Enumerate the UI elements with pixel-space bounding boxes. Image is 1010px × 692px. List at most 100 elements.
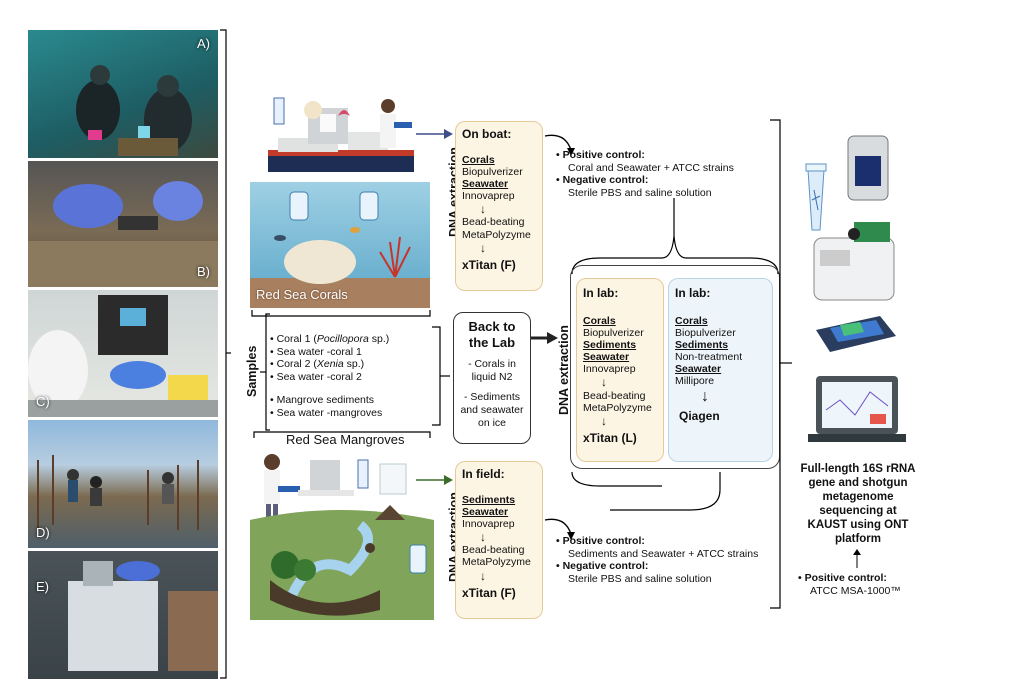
- in-lab-box-1: In lab: Corals Biopulverizer Sediments S…: [576, 278, 664, 462]
- in-lab-2-header: In lab:: [675, 286, 711, 300]
- ctrl-bottom-pos-text: Sediments and Seawater + ATCC strains: [568, 547, 759, 560]
- back-to-lab-box: Back to the Lab - Corals in liquid N2 - …: [453, 312, 531, 444]
- on-boat-innovaprep: Innovaprep: [462, 189, 515, 202]
- photo-label-a: A): [197, 36, 210, 51]
- photo-label-d: D): [36, 525, 50, 540]
- in-lab-1-bead: Bead-beating: [583, 389, 646, 402]
- samples-bracket: [260, 313, 270, 431]
- seq-pos-label: Positive control:: [804, 572, 887, 584]
- brace-bottom: [571, 471, 721, 511]
- sample-mangrove-sediments: Mangrove sediments: [270, 394, 382, 407]
- in-field-box: In field: Sediments Seawater Innovaprep …: [455, 461, 543, 619]
- photo-label-b: B): [197, 264, 210, 279]
- in-lab-1-seawater: Seawater: [583, 350, 630, 363]
- photo-b-gloves: B): [28, 161, 218, 287]
- reef-illustration: [250, 191, 430, 308]
- coral-samples-list: Coral 1 (Pocillopora sp.) Sea water -cor…: [270, 333, 390, 384]
- samples-to-lab-bracket: [432, 326, 450, 426]
- sampler-device-illustration: [68, 561, 218, 671]
- in-lab-2-arrow: ↓: [701, 388, 709, 406]
- coral-reef-scene: Red Sea Corals: [250, 182, 430, 308]
- photo-label-e: E): [36, 579, 49, 594]
- in-field-arrow-2: ↓: [480, 568, 486, 583]
- in-lab-box-2: In lab: Corals Biopulverizer Sediments N…: [668, 278, 773, 462]
- divers-illustration: [76, 65, 192, 156]
- back-to-lab-item-2b: and seawater: [460, 403, 524, 416]
- in-lab-1-arrow-2: ↓: [601, 413, 607, 428]
- mangrove-scene-illustration: [250, 454, 434, 620]
- boat-illustration: [268, 97, 414, 172]
- sample-coral-2: Coral 2 (Xenia sp.): [270, 358, 389, 371]
- ctrl-top-neg-label: Negative control:: [562, 174, 649, 187]
- sequencing-text: Full-length 16S rRNA gene and shotgun me…: [783, 462, 933, 546]
- red-sea-corals-label: Red Sea Corals: [256, 287, 348, 302]
- mangrove-field-illustration: [37, 455, 199, 530]
- on-boat-corals: Corals: [462, 153, 495, 166]
- photo-c-lab: C): [28, 290, 218, 417]
- on-boat-biopulverizer: Biopulverizer: [462, 165, 523, 178]
- lab-bench-illustration: [28, 295, 218, 417]
- sample-seawater-coral-2: Sea water -coral 2: [270, 371, 389, 384]
- ctrl-bottom-neg-label: Negative control:: [562, 560, 649, 573]
- back-to-lab-item-1: - Corals in: [468, 358, 516, 371]
- in-lab-1-metapoly: MetaPolyzyme: [583, 401, 652, 414]
- seq-line-3: metagenome: [822, 491, 894, 504]
- in-lab-1-biopulverizer: Biopulverizer: [583, 326, 644, 339]
- on-boat-header: On boat:: [462, 127, 512, 141]
- ctrl-top-neg-text: Sterile PBS and saline solution: [568, 186, 712, 199]
- controls-sequencing: Positive control: ATCC MSA-1000™: [798, 572, 901, 597]
- photo-d-mangroves: D): [28, 420, 218, 548]
- seq-pos-text: ATCC MSA-1000™: [810, 584, 901, 597]
- back-to-lab-title-2: the Lab: [468, 334, 516, 350]
- photo-e-sampler: E): [28, 551, 218, 679]
- in-lab-2-corals: Corals: [675, 314, 708, 327]
- ctrl-top-pos-label: Positive control:: [562, 149, 645, 161]
- ctrl-top-pos-text: Coral and Seawater + ATCC strains: [568, 161, 734, 174]
- arrow-to-lab: [531, 332, 558, 344]
- sample-seawater-mangroves: Sea water -mangroves: [270, 407, 383, 420]
- sample-seawater-coral-1: Sea water -coral 1: [270, 346, 389, 359]
- gloved-hands-illustration: [28, 181, 218, 287]
- in-field-bead: Bead-beating: [462, 544, 525, 557]
- back-to-lab-item-1b: liquid N2: [471, 370, 513, 383]
- mangrove-scene-bracket: [253, 431, 431, 438]
- in-lab-2-sediments: Sediments: [675, 338, 729, 351]
- photo-label-c: C): [36, 394, 50, 409]
- in-lab-1-innovaprep: Innovaprep: [583, 363, 636, 376]
- seq-line-1: Full-length 16S rRNA: [800, 463, 916, 475]
- seq-line-2: gene and shotgun: [808, 477, 908, 490]
- in-lab-2-millipore: Millipore: [675, 375, 715, 388]
- in-field-header: In field:: [462, 467, 505, 481]
- sequencing-equipment-illustration: [805, 135, 906, 442]
- seq-up-arrow: [853, 549, 861, 568]
- in-lab-2-nontreat: Non-treatment: [675, 350, 743, 363]
- photo-a-divers: A): [28, 30, 218, 158]
- in-field-xtitan: xTitan (F): [462, 585, 516, 600]
- seq-line-5: KAUST using ONT: [807, 519, 909, 532]
- controls-top: Positive control: Coral and Seawater + A…: [556, 149, 734, 199]
- in-lab-1-sediments: Sediments: [583, 338, 637, 351]
- on-boat-bead: Bead-beating: [462, 216, 525, 229]
- in-field-arrow-1: ↓: [480, 529, 486, 544]
- photo-bracket: [220, 29, 231, 679]
- back-to-lab-title-1: Back to: [468, 319, 516, 334]
- ctrl-bottom-neg-text: Sterile PBS and saline solution: [568, 572, 712, 585]
- on-boat-seawater: Seawater: [462, 177, 509, 190]
- red-sea-mangroves-label: Red Sea Mangroves: [286, 432, 405, 447]
- in-lab-2-seawater: Seawater: [675, 363, 722, 376]
- sequencing-bracket: [770, 119, 792, 609]
- in-field-innovaprep: Innovaprep: [462, 517, 515, 530]
- back-to-lab-item-2c: on ice: [477, 416, 507, 429]
- on-boat-arrow-2: ↓: [480, 240, 486, 255]
- in-field-sediments: Sediments: [462, 493, 516, 506]
- controls-bottom: Positive control: Sediments and Seawater…: [556, 535, 759, 585]
- sample-coral-1: Coral 1 (Pocillopora sp.): [270, 333, 390, 346]
- dna-extraction-label-lab: DNA extraction: [557, 325, 571, 415]
- ctrl-bottom-pos-label: Positive control:: [562, 535, 645, 547]
- in-lab-2-biopulverizer: Biopulverizer: [675, 326, 736, 339]
- in-field-metapoly: MetaPolyzyme: [462, 556, 531, 569]
- in-lab-1-corals: Corals: [583, 314, 616, 327]
- on-boat-arrow-1: ↓: [480, 202, 486, 217]
- on-boat-metapoly: MetaPolyzyme: [462, 228, 531, 241]
- green-arrow-field: [416, 475, 453, 485]
